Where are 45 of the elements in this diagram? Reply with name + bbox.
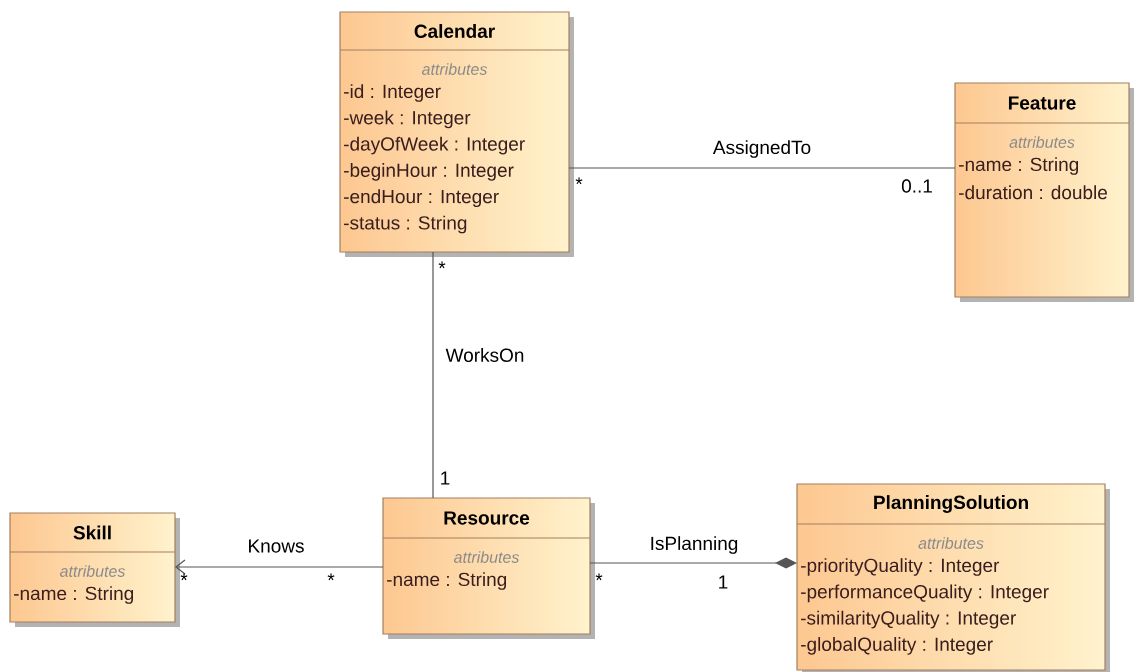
association-line <box>568 167 956 169</box>
multiplicity: * <box>180 573 188 581</box>
multiplicity: 0..1 <box>901 179 932 193</box>
edge-label: WorksOn <box>445 348 524 362</box>
attribute: -similarityQuality : Integer <box>801 610 1016 629</box>
compartment-label: attributes <box>1009 136 1075 148</box>
attribute: -duration : double <box>959 185 1107 200</box>
edge-label: IsPlanning <box>651 536 738 554</box>
compartment-label: attributes <box>59 565 126 577</box>
compartment-label: attributes <box>453 551 520 563</box>
association-line <box>589 557 797 569</box>
class-name: Feature <box>1008 96 1076 110</box>
multiplicity: * <box>438 261 446 269</box>
multiplicity: 1 <box>719 575 728 589</box>
multiplicity: * <box>575 177 583 185</box>
attribute: -dayOfWeek : Integer <box>344 136 525 155</box>
attribute: -status : String <box>344 215 467 234</box>
class-name: PlanningSolution <box>874 495 1028 513</box>
multiplicity: * <box>327 573 335 581</box>
attribute: -performanceQuality : Integer <box>801 584 1049 603</box>
compartment-label: attributes <box>421 63 488 75</box>
attribute: -name : String <box>14 586 134 604</box>
attribute: -priorityQuality : Integer <box>801 558 1000 576</box>
attribute: -globalQuality : Integer <box>801 637 993 655</box>
attribute: -endHour : Integer <box>344 189 499 208</box>
association-line <box>432 251 434 499</box>
attribute: -name : String <box>387 572 507 590</box>
class-box <box>339 11 574 257</box>
compartment-label: attributes <box>918 537 984 549</box>
class-box <box>796 483 1110 672</box>
attribute: -beginHour : Integer <box>344 163 514 181</box>
class-box <box>9 512 180 627</box>
class-name: Resource <box>444 511 530 525</box>
class-name: Skill <box>73 525 111 540</box>
attribute: -id : Integer <box>344 84 441 102</box>
class-box <box>382 497 595 639</box>
attribute: -name : String <box>959 157 1079 175</box>
class-box <box>954 82 1134 302</box>
class-name: Calendar <box>414 24 495 38</box>
attribute: -week : Integer <box>344 110 471 129</box>
edge-label: Knows <box>249 539 304 553</box>
association-line <box>175 559 384 575</box>
multiplicity: * <box>595 573 603 581</box>
edge-label: AssignedTo <box>712 140 811 158</box>
multiplicity: 1 <box>441 471 450 485</box>
